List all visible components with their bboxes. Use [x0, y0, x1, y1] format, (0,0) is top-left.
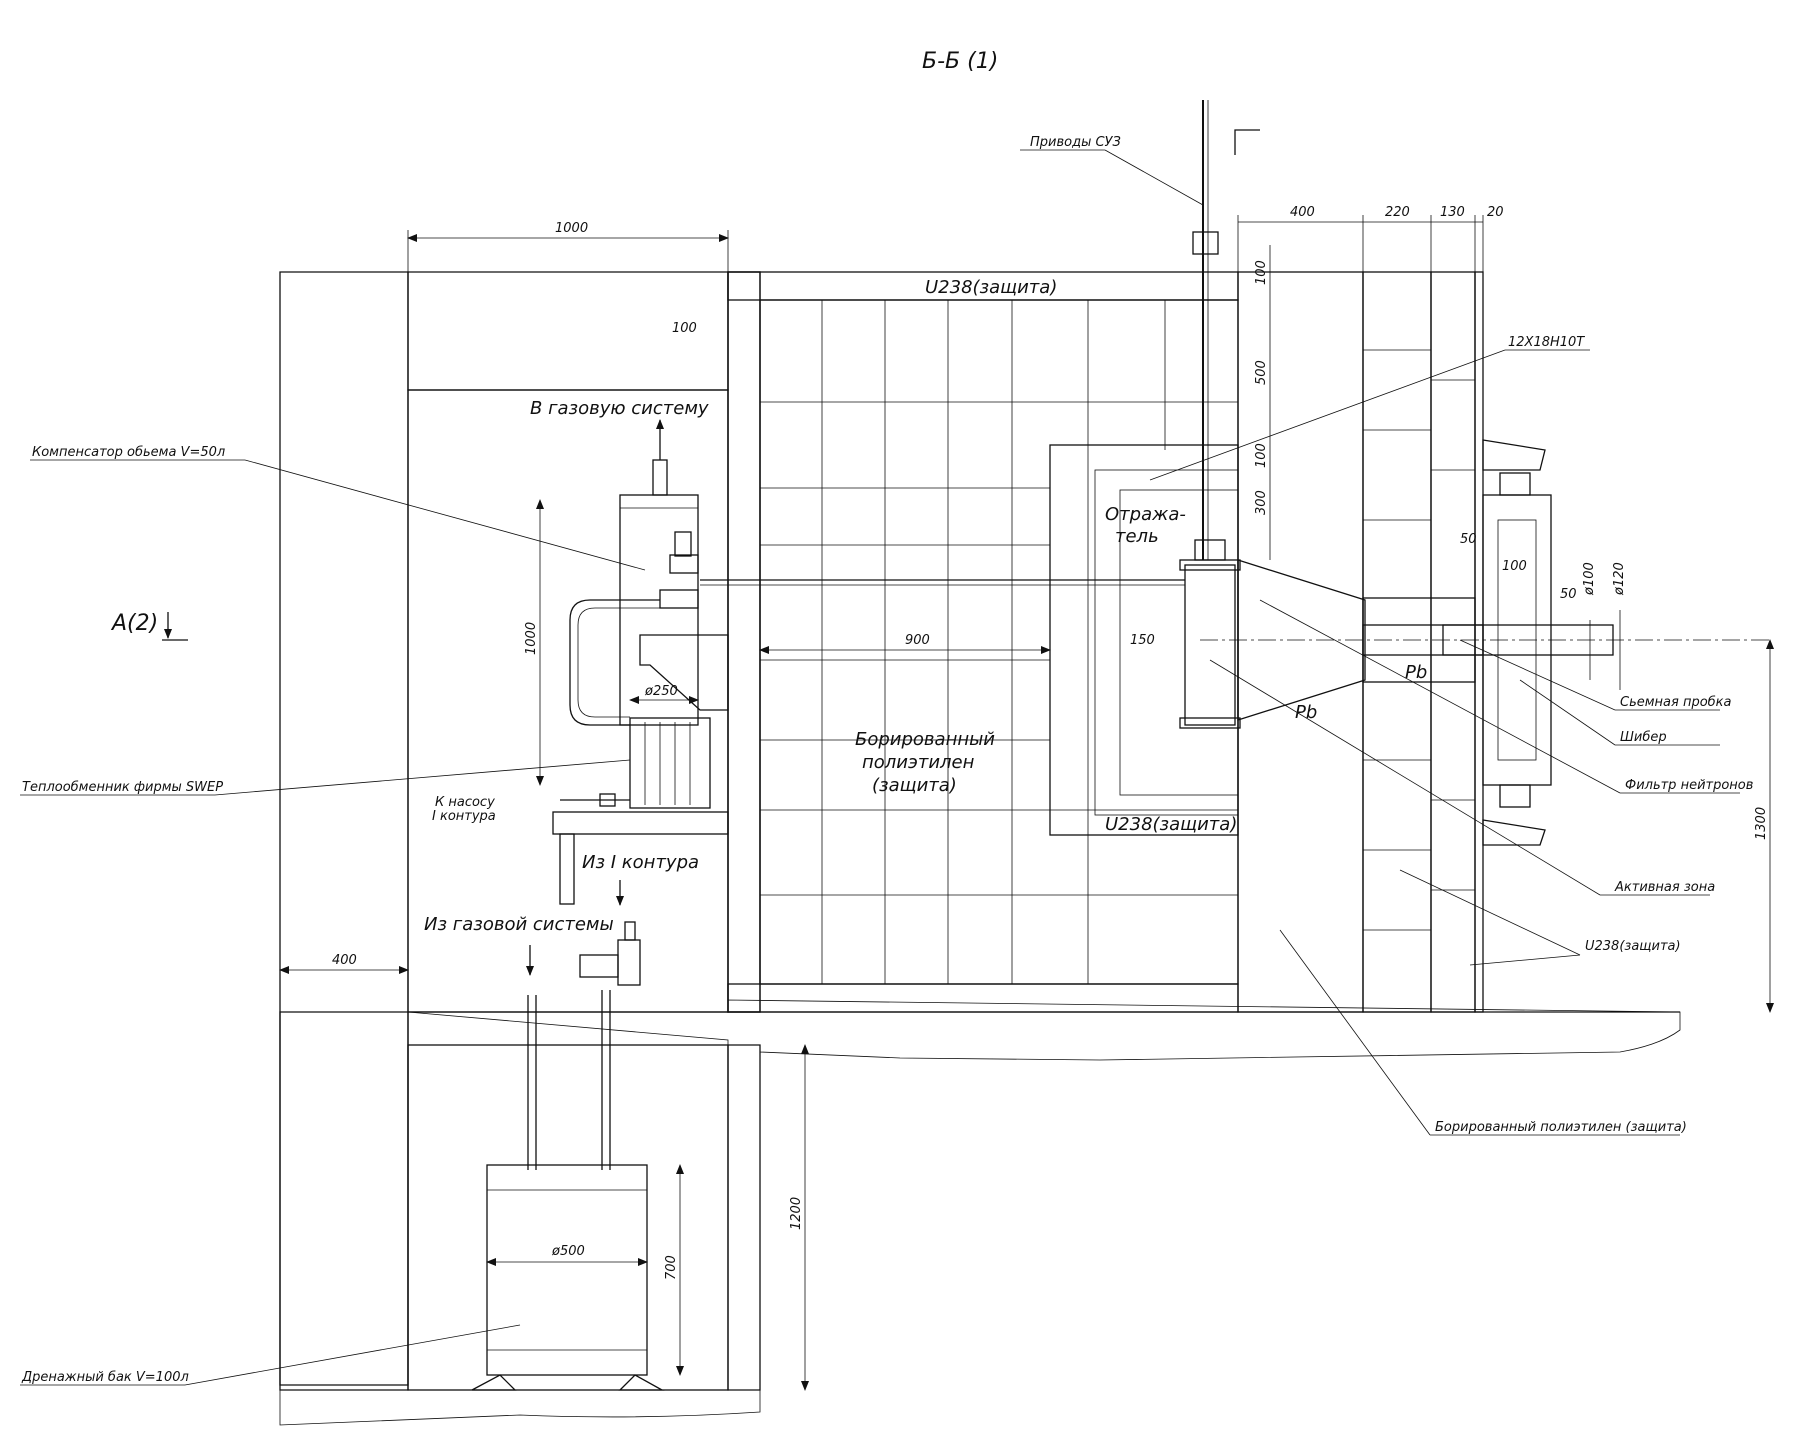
- beam-channel: [1362, 624, 1614, 656]
- equipment-table: [552, 811, 729, 835]
- dim-400-left: 400: [332, 953, 357, 968]
- label-to-pump-2: I контура: [432, 809, 496, 824]
- pit-floor: [279, 1389, 761, 1426]
- pit-right-wall: [727, 1044, 761, 1391]
- label-active-zone: Активная зона: [1614, 880, 1715, 895]
- u238-bottom-layer: [727, 983, 1239, 1013]
- layer-20: [1474, 271, 1484, 1013]
- gate-bottom-roller: [1499, 784, 1531, 808]
- leader-lines: [20, 149, 1740, 1386]
- dim-v500: 500: [1254, 360, 1269, 385]
- label-reflector-2: тель: [1115, 526, 1159, 547]
- label-u238-right: U238(защита): [1585, 939, 1681, 954]
- dim-130: 130: [1440, 205, 1465, 220]
- gate-top-bracket: [1482, 439, 1546, 471]
- label-control-drives: Приводы СУЗ: [1030, 135, 1121, 150]
- dim-v1000: 1000: [524, 622, 539, 655]
- shield-assembly: [727, 271, 1614, 1013]
- core-assembly: [700, 100, 1770, 729]
- lead-cone: [1237, 559, 1366, 721]
- label-u238-top: U238(защита): [925, 277, 1057, 298]
- label-to-gas-system: В газовую систему: [530, 398, 709, 419]
- dim-50-a: 50: [1460, 532, 1477, 547]
- dim-v300: 300: [1254, 490, 1269, 515]
- dim-220: 220: [1385, 205, 1410, 220]
- gas-valve: [579, 954, 619, 978]
- floor-slab: [407, 999, 1681, 1391]
- drain-tank: [486, 1164, 648, 1376]
- borated-pe-block: [759, 299, 1239, 985]
- label-from-gas-system: Из газовой системы: [424, 914, 614, 935]
- text-labels: Б-Б (1) А(2) Приводы СУЗ 12Х18Н10Т В газ…: [21, 49, 1753, 1385]
- label-removable-plug: Сьемная пробка: [1620, 695, 1732, 710]
- dim-v100-mid: 100: [1254, 443, 1269, 468]
- layer-220: [1362, 271, 1432, 1013]
- dim-50-c: 50: [1560, 587, 1577, 602]
- dim-v100-top: 100: [1254, 260, 1269, 285]
- pit-left-wall: [279, 1011, 409, 1391]
- loop-pipe: [569, 599, 660, 726]
- dim-400-right: 400: [1290, 205, 1315, 220]
- label-reflector-1: Отража-: [1105, 504, 1186, 525]
- gate-bottom-bracket: [1482, 819, 1546, 846]
- dim-900: 900: [905, 633, 930, 648]
- label-drain-tank: Дренажный бак V=100л: [21, 1370, 189, 1385]
- dim-v1300: 1300: [1754, 807, 1769, 840]
- dimension-text: 1000 100 400 220 130 20 100 500 100 300 …: [332, 205, 1769, 1280]
- label-borated-pe-1: Борированный: [855, 729, 995, 750]
- label-heat-exchanger: Теплообменник фирмы SWEP: [22, 780, 223, 795]
- label-neutron-filter: Фильтр нейтронов: [1625, 778, 1753, 793]
- layer-joints: [1363, 349, 1475, 931]
- label-borated-pe-2: полиэтилен: [862, 752, 975, 773]
- control-drive-box: [1192, 231, 1219, 255]
- dim-150: 150: [1130, 633, 1155, 648]
- dim-phi120: ø120: [1612, 562, 1627, 596]
- pe-block-grid: [760, 300, 1238, 984]
- drain-pit: [407, 1044, 729, 1391]
- dim-100-left: 100: [672, 321, 697, 336]
- dim-v700: 700: [664, 1255, 679, 1280]
- drawing-title: Б-Б (1): [922, 49, 998, 74]
- dim-phi250: ø250: [644, 684, 678, 699]
- gate-top-roller: [1499, 472, 1531, 496]
- dim-phi500: ø500: [551, 1244, 585, 1259]
- dim-phi100: ø100: [1582, 562, 1597, 596]
- compensator-valve: [669, 554, 699, 574]
- label-steel-grade: 12Х18Н10Т: [1508, 335, 1585, 350]
- label-lead-1: Pb: [1405, 662, 1427, 683]
- label-borated-pe-3: (защита): [872, 775, 957, 796]
- dim-20: 20: [1487, 205, 1504, 220]
- room-equipment: [471, 419, 729, 1391]
- dim-v1200: 1200: [789, 1197, 804, 1230]
- dim-100-b: 100: [1502, 559, 1527, 574]
- dim-1000-top: 1000: [555, 221, 588, 236]
- layer-130: [1430, 271, 1476, 1013]
- partition-wall: [727, 271, 761, 1013]
- support-bracket: [639, 634, 729, 711]
- active-zone-vessel: [1184, 564, 1236, 726]
- view-marker: А(2): [110, 611, 158, 636]
- concrete-walls: [279, 271, 1681, 1426]
- label-u238-bottom: U238(защита): [1105, 814, 1237, 835]
- left-wall: [279, 271, 409, 1386]
- label-gate: Шибер: [1620, 730, 1667, 745]
- dimension-lines: [279, 215, 1774, 1391]
- label-volume-compensator: Компенсатор обьема V=50л: [32, 445, 225, 460]
- label-to-pump-1: К насосу: [435, 795, 495, 810]
- label-borated-pe-bottom: Борированный полиэтилен (защита): [1435, 1120, 1687, 1135]
- section-marker: [1234, 129, 1260, 155]
- heat-exchanger: [629, 717, 711, 809]
- label-from-circuit: Из I контура: [582, 852, 699, 873]
- label-lead-2: Pb: [1295, 702, 1317, 723]
- u238-left-layer: [727, 271, 761, 1013]
